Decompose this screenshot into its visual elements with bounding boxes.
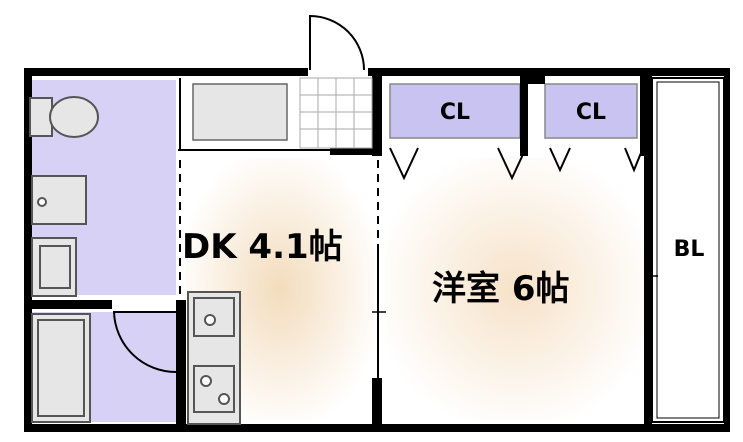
closet-left-label: CL <box>440 100 470 125</box>
closet-left <box>389 83 521 139</box>
balcony-door <box>372 268 658 313</box>
western-floor <box>385 158 647 420</box>
closet-right-label: CL <box>576 100 606 125</box>
dk-label: DK 4.1帖 <box>182 227 343 267</box>
bath-door <box>112 311 177 373</box>
thin-walls <box>178 78 649 420</box>
laundry-pan <box>31 237 77 297</box>
bathtub <box>31 313 91 423</box>
entrance-tiles <box>299 77 373 149</box>
closet-right <box>544 83 638 139</box>
balcony-area <box>651 77 725 423</box>
closet-doors <box>389 147 644 181</box>
western-room-label: 洋室 6帖 <box>432 269 570 309</box>
washbasin <box>31 175 87 225</box>
shoe-cabinet <box>192 83 288 141</box>
balcony-label: BL <box>674 237 705 262</box>
toilet-fixture <box>29 96 99 138</box>
kitchen-counter <box>187 291 241 425</box>
entrance-door <box>309 14 365 71</box>
